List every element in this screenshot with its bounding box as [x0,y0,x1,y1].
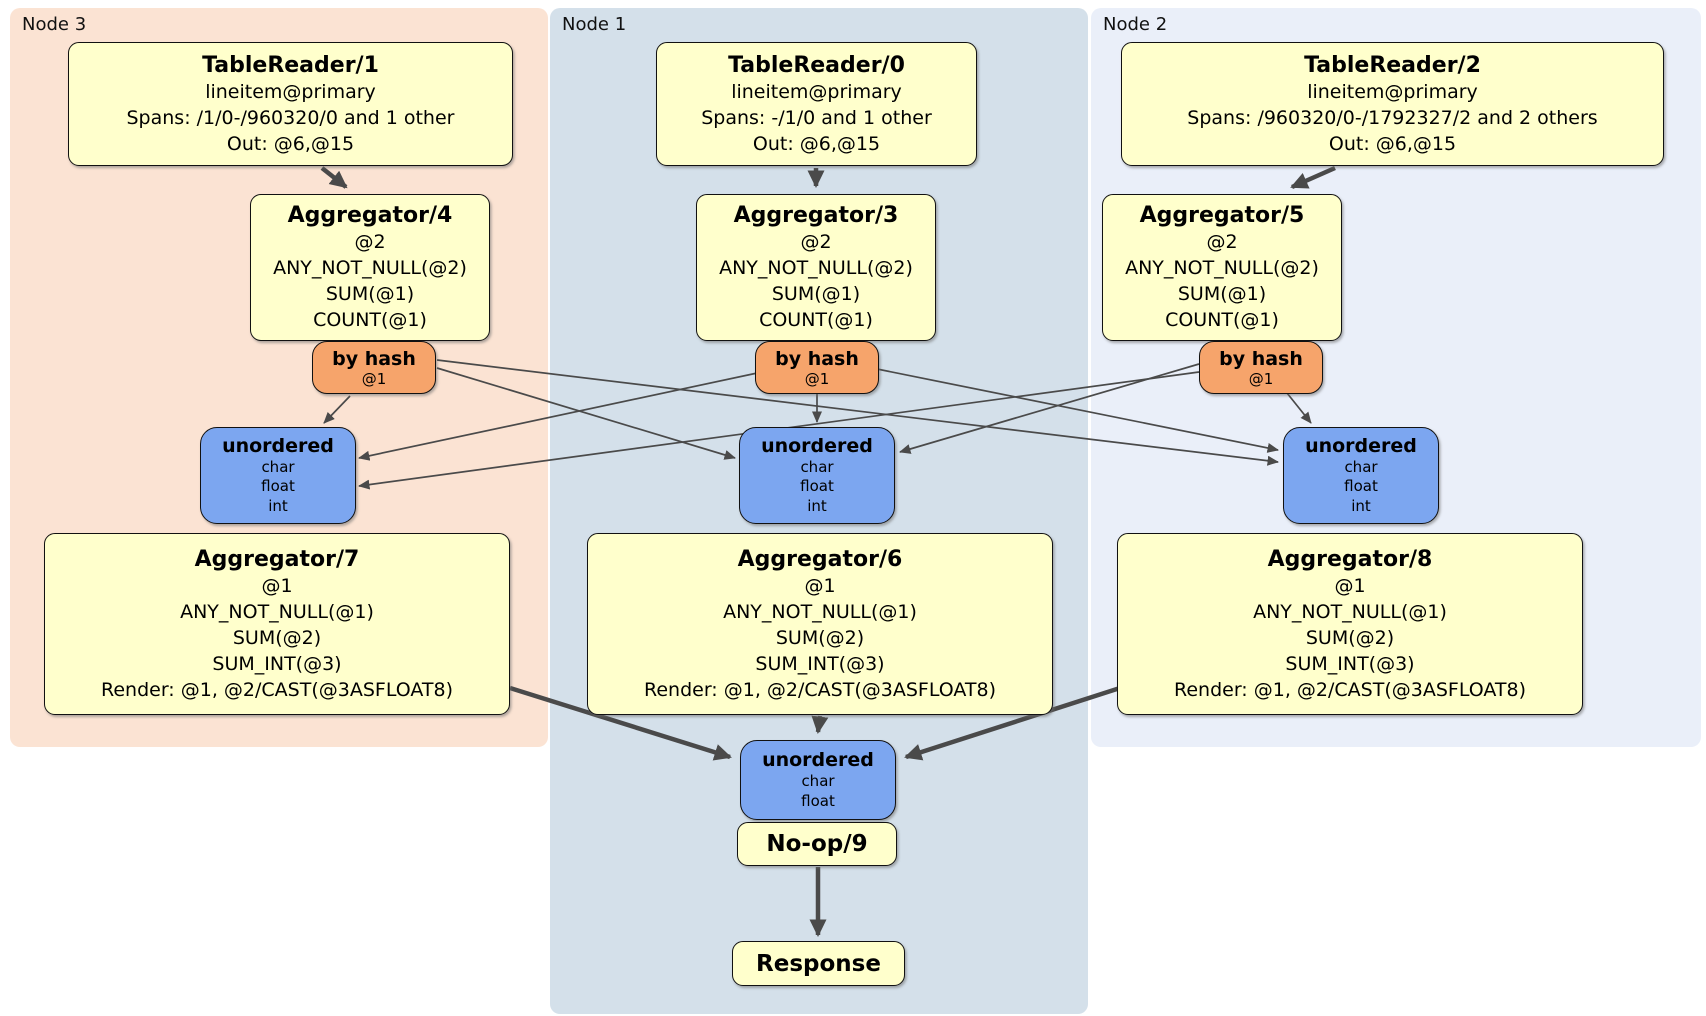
box-title: No-op/9 [766,831,868,857]
box-aggregator-5: Aggregator/5 @2 ANY_NOT_NULL(@2) SUM(@1)… [1102,194,1342,341]
sync-unordered-node2: unordered char float int [1283,427,1439,524]
box-tablereader-2: TableReader/2 lineitem@primary Spans: /9… [1121,42,1664,166]
box-aggregator-6: Aggregator/6 @1 ANY_NOT_NULL(@1) SUM(@2)… [587,533,1053,715]
box-response: Response [732,941,905,986]
node-panel-3-label: Node 3 [22,14,87,35]
router-by-hash-node1: by hash @1 [755,341,879,394]
box-noop-9: No-op/9 [737,822,897,866]
box-aggregator-7: Aggregator/7 @1 ANY_NOT_NULL(@1) SUM(@2)… [44,533,510,715]
box-aggregator-8: Aggregator/8 @1 ANY_NOT_NULL(@1) SUM(@2)… [1117,533,1583,715]
sync-unordered-final: unordered char float [740,740,896,820]
box-title: Aggregator/3 [733,203,899,228]
node-panel-2-label: Node 2 [1103,14,1168,35]
node-panel-1-label: Node 1 [562,14,627,35]
box-aggregator-3: Aggregator/3 @2 ANY_NOT_NULL(@2) SUM(@1)… [696,194,936,341]
box-title: Aggregator/5 [1139,203,1305,228]
box-title: Response [756,950,881,977]
router-by-hash-node2: by hash @1 [1199,341,1323,394]
sync-unordered-node1: unordered char float int [739,427,895,524]
box-aggregator-4: Aggregator/4 @2 ANY_NOT_NULL(@2) SUM(@1)… [250,194,490,341]
box-title: Aggregator/7 [194,546,360,572]
box-title: TableReader/0 [728,52,905,78]
box-title: TableReader/1 [202,52,379,78]
box-title: TableReader/2 [1304,52,1481,78]
box-tablereader-0: TableReader/0 lineitem@primary Spans: -/… [656,42,977,166]
box-title: Aggregator/6 [737,546,903,572]
box-tablereader-1: TableReader/1 lineitem@primary Spans: /1… [68,42,513,166]
box-title: Aggregator/8 [1267,546,1433,572]
box-title: Aggregator/4 [287,203,453,228]
sync-unordered-node3: unordered char float int [200,427,356,524]
router-by-hash-node3: by hash @1 [312,341,436,394]
